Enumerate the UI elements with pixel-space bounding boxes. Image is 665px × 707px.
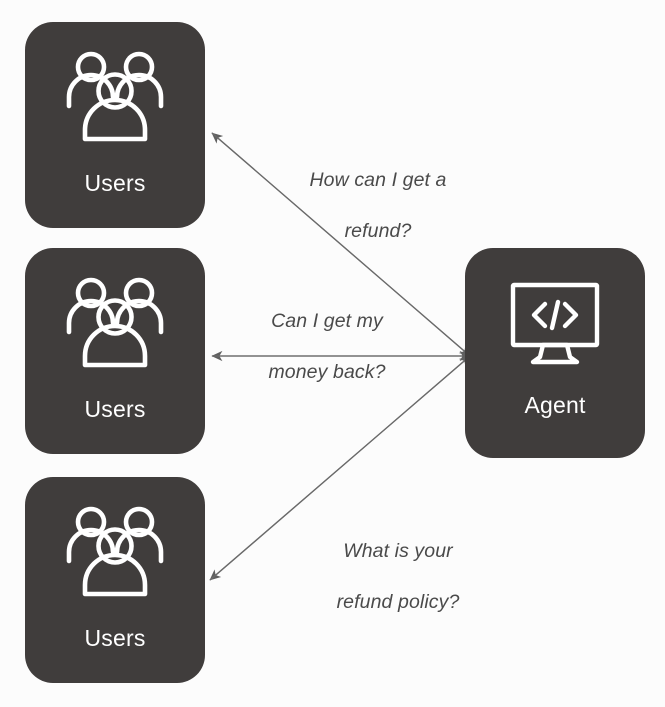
node-label-agent: Agent bbox=[524, 392, 586, 418]
monitor-code-icon bbox=[510, 282, 600, 365]
edge-label-1-line-1: How can I get a bbox=[309, 168, 447, 191]
edge-label-what-is-your-refund-policy: What is your refund policy? bbox=[300, 513, 496, 616]
node-label-users-1: Users bbox=[84, 170, 146, 196]
node-agent[interactable]: Agent bbox=[465, 248, 645, 458]
users-group-icon bbox=[66, 51, 164, 142]
node-users-1[interactable]: Users bbox=[25, 22, 205, 228]
edge-label-2-line-1: Can I get my bbox=[271, 309, 383, 332]
edge-users1-agent bbox=[211, 132, 471, 357]
users-group-icon bbox=[66, 506, 164, 597]
edge-label-3-line-1: What is your bbox=[343, 539, 453, 562]
users-group-icon bbox=[66, 277, 164, 368]
node-users-3[interactable]: Users bbox=[25, 477, 205, 683]
edge-label-1-line-2: refund? bbox=[344, 220, 412, 243]
node-label-users-3: Users bbox=[84, 625, 146, 651]
node-users-2[interactable]: Users bbox=[25, 248, 205, 454]
edge-label-can-i-get-my-money-back: Can I get my money back? bbox=[232, 283, 422, 386]
edge-users3-agent bbox=[209, 355, 471, 581]
edge-label-2-line-2: money back? bbox=[268, 361, 386, 384]
node-label-users-2: Users bbox=[84, 396, 146, 422]
edge-label-how-can-i-get-a-refund: How can I get a refund? bbox=[278, 142, 478, 245]
edge-label-3-line-2: refund policy? bbox=[336, 591, 460, 614]
